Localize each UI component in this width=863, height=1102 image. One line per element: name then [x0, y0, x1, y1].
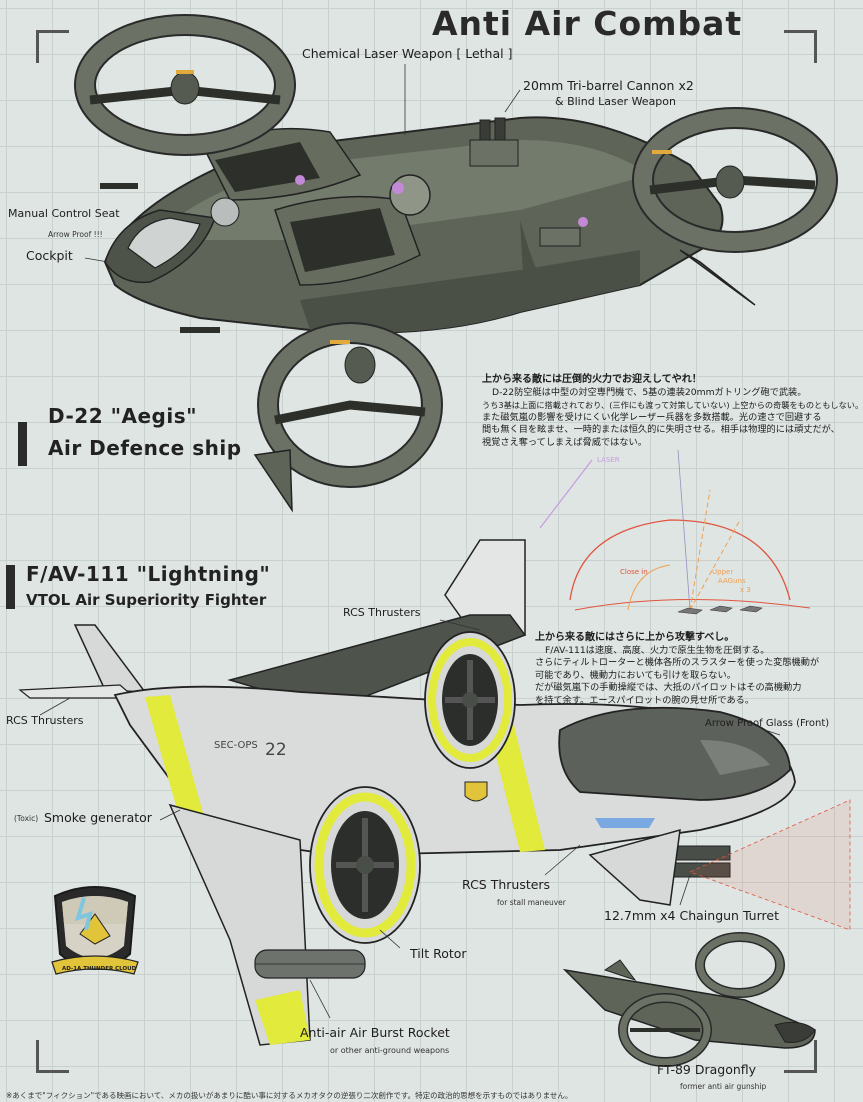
aegis-desc-line-6: 視覚さえ奪ってしまえば脅威ではない。	[482, 436, 647, 448]
label-rcs-thrusters-bottom: RCS Thrusters	[462, 877, 551, 892]
label-chaingun-turret: 12.7mm x4 Chaingun Turret	[604, 908, 779, 923]
label-toxic-prefix: (Toxic)	[14, 814, 39, 823]
sketch-close-in-label: Close in	[620, 568, 648, 576]
lightning-type: VTOL Air Superiority Fighter	[26, 591, 267, 609]
frame-corner-bottom-right	[784, 1040, 817, 1073]
sketch-laser-label: LASER	[597, 456, 620, 464]
fuselage-number: 22	[265, 740, 287, 760]
lightning-description: 上から来る敵にはさらに上から攻撃すべし。 F/AV-111は速度、高度、火力で原…	[535, 632, 819, 707]
aegis-description: 上から来る敵には圧倒的火力でお迎えしてやれ！ D-22防空艇は中型の対空専門機で…	[482, 374, 863, 449]
label-manual-control-seat: Manual Control Seat	[8, 207, 120, 220]
aegis-airship-illustration	[74, 14, 838, 513]
lightning-desc-line-5: だが磁気嵐下の手動操縦では、大抵のパイロットはその高機動力	[535, 682, 802, 693]
dragonfly-sub: former anti air gunship	[680, 1082, 767, 1091]
aegis-desc-line-5: 間も無く目を眩ませ、一時的または恒久的に失明させる。相手は物理的には頑丈だが、	[482, 424, 840, 435]
aegis-desc-line-4: また磁気嵐の影響を受けにくい化学レーザー兵器を多数搭載。光の速さで回避する	[482, 411, 822, 423]
aegis-name: D-22 "Aegis"	[48, 404, 198, 428]
lightning-title-bar	[6, 565, 15, 609]
label-stall-maneuver: for stall maneuver	[497, 898, 566, 907]
label-rcs-thrusters-left: RCS Thrusters	[6, 714, 84, 727]
label-air-burst-rocket: Anti-air Air Burst Rocket	[300, 1025, 450, 1040]
aegis-desc-line-2: D-22防空艇は中型の対空専門機で、5基の連装20mmガトリング砲で武装。	[492, 386, 807, 398]
aegis-title-bar	[18, 422, 27, 466]
lightning-desc-line-2: F/AV-111は速度、高度、火力で原生生物を圧倒する。	[545, 644, 770, 656]
dragonfly-name: FT-89 Dragonfly	[657, 1062, 757, 1077]
lightning-desc-line-6: を持て余す。エースパイロットの腕の見せ所である。	[535, 694, 755, 706]
label-chemical-laser: Chemical Laser Weapon [ Lethal ]	[302, 46, 513, 61]
sketch-upper-label: Upper	[712, 568, 734, 576]
footnote: ※あくまで"フィクション"である映画において、メカの扱いがあまりに酷い事に対する…	[6, 1091, 573, 1100]
aegis-desc-line-3: うち3基は上面に搭載されており、(三作にも渡って対策していない) 上空からの奇襲…	[482, 400, 863, 410]
label-cockpit: Cockpit	[26, 248, 73, 263]
aegis-type: Air Defence ship	[48, 436, 242, 460]
lightning-desc-line-1: 上から来る敵にはさらに上から攻撃すべし。	[535, 632, 735, 643]
label-anti-ground-weapons: or other anti-ground weapons	[330, 1046, 450, 1055]
label-smoke-generator: Smoke generator	[44, 810, 152, 825]
lightning-desc-line-4: 可能であり、機動力においても引けを取らない。	[535, 669, 736, 681]
page-title: Anti Air Combat	[432, 4, 743, 43]
frame-corner-top-left	[36, 30, 69, 63]
label-rcs-thrusters-top: RCS Thrusters	[343, 606, 421, 619]
engagement-sketch	[539, 449, 811, 615]
lightning-leader-lines	[39, 619, 781, 1019]
dragonfly-illustration	[562, 932, 816, 1067]
label-arrow-proof-glass: Arrow Proof Glass (Front)	[705, 718, 830, 729]
emblem-text: AD-1A THUNDER CLOUD	[62, 966, 137, 972]
sketch-x3-label: x 3	[740, 586, 751, 594]
lightning-name: F/AV-111 "Lightning"	[26, 562, 271, 586]
label-arrow-proof: Arrow Proof !!!	[48, 230, 103, 239]
frame-corner-top-right	[784, 30, 817, 63]
fuselage-code: SEC-OPS	[214, 740, 258, 751]
aegis-leader-lines	[84, 64, 521, 263]
frame-corner-bottom-left	[36, 1040, 69, 1073]
squadron-emblem	[51, 886, 139, 975]
aegis-desc-line-1: 上から来る敵には圧倒的火力でお迎えしてやれ！	[482, 374, 702, 385]
sketch-aa-guns-label: AAGuns	[718, 577, 746, 585]
label-blind-laser: & Blind Laser Weapon	[555, 95, 676, 108]
label-tri-barrel-cannon: 20mm Tri-barrel Cannon x2	[523, 78, 694, 93]
lightning-desc-line-3: さらにティルトローターと機体各所のスラスターを使った変態機動が	[535, 657, 820, 668]
label-tilt-rotor: Tilt Rotor	[410, 946, 467, 961]
lightning-fighter-illustration	[18, 539, 851, 1046]
